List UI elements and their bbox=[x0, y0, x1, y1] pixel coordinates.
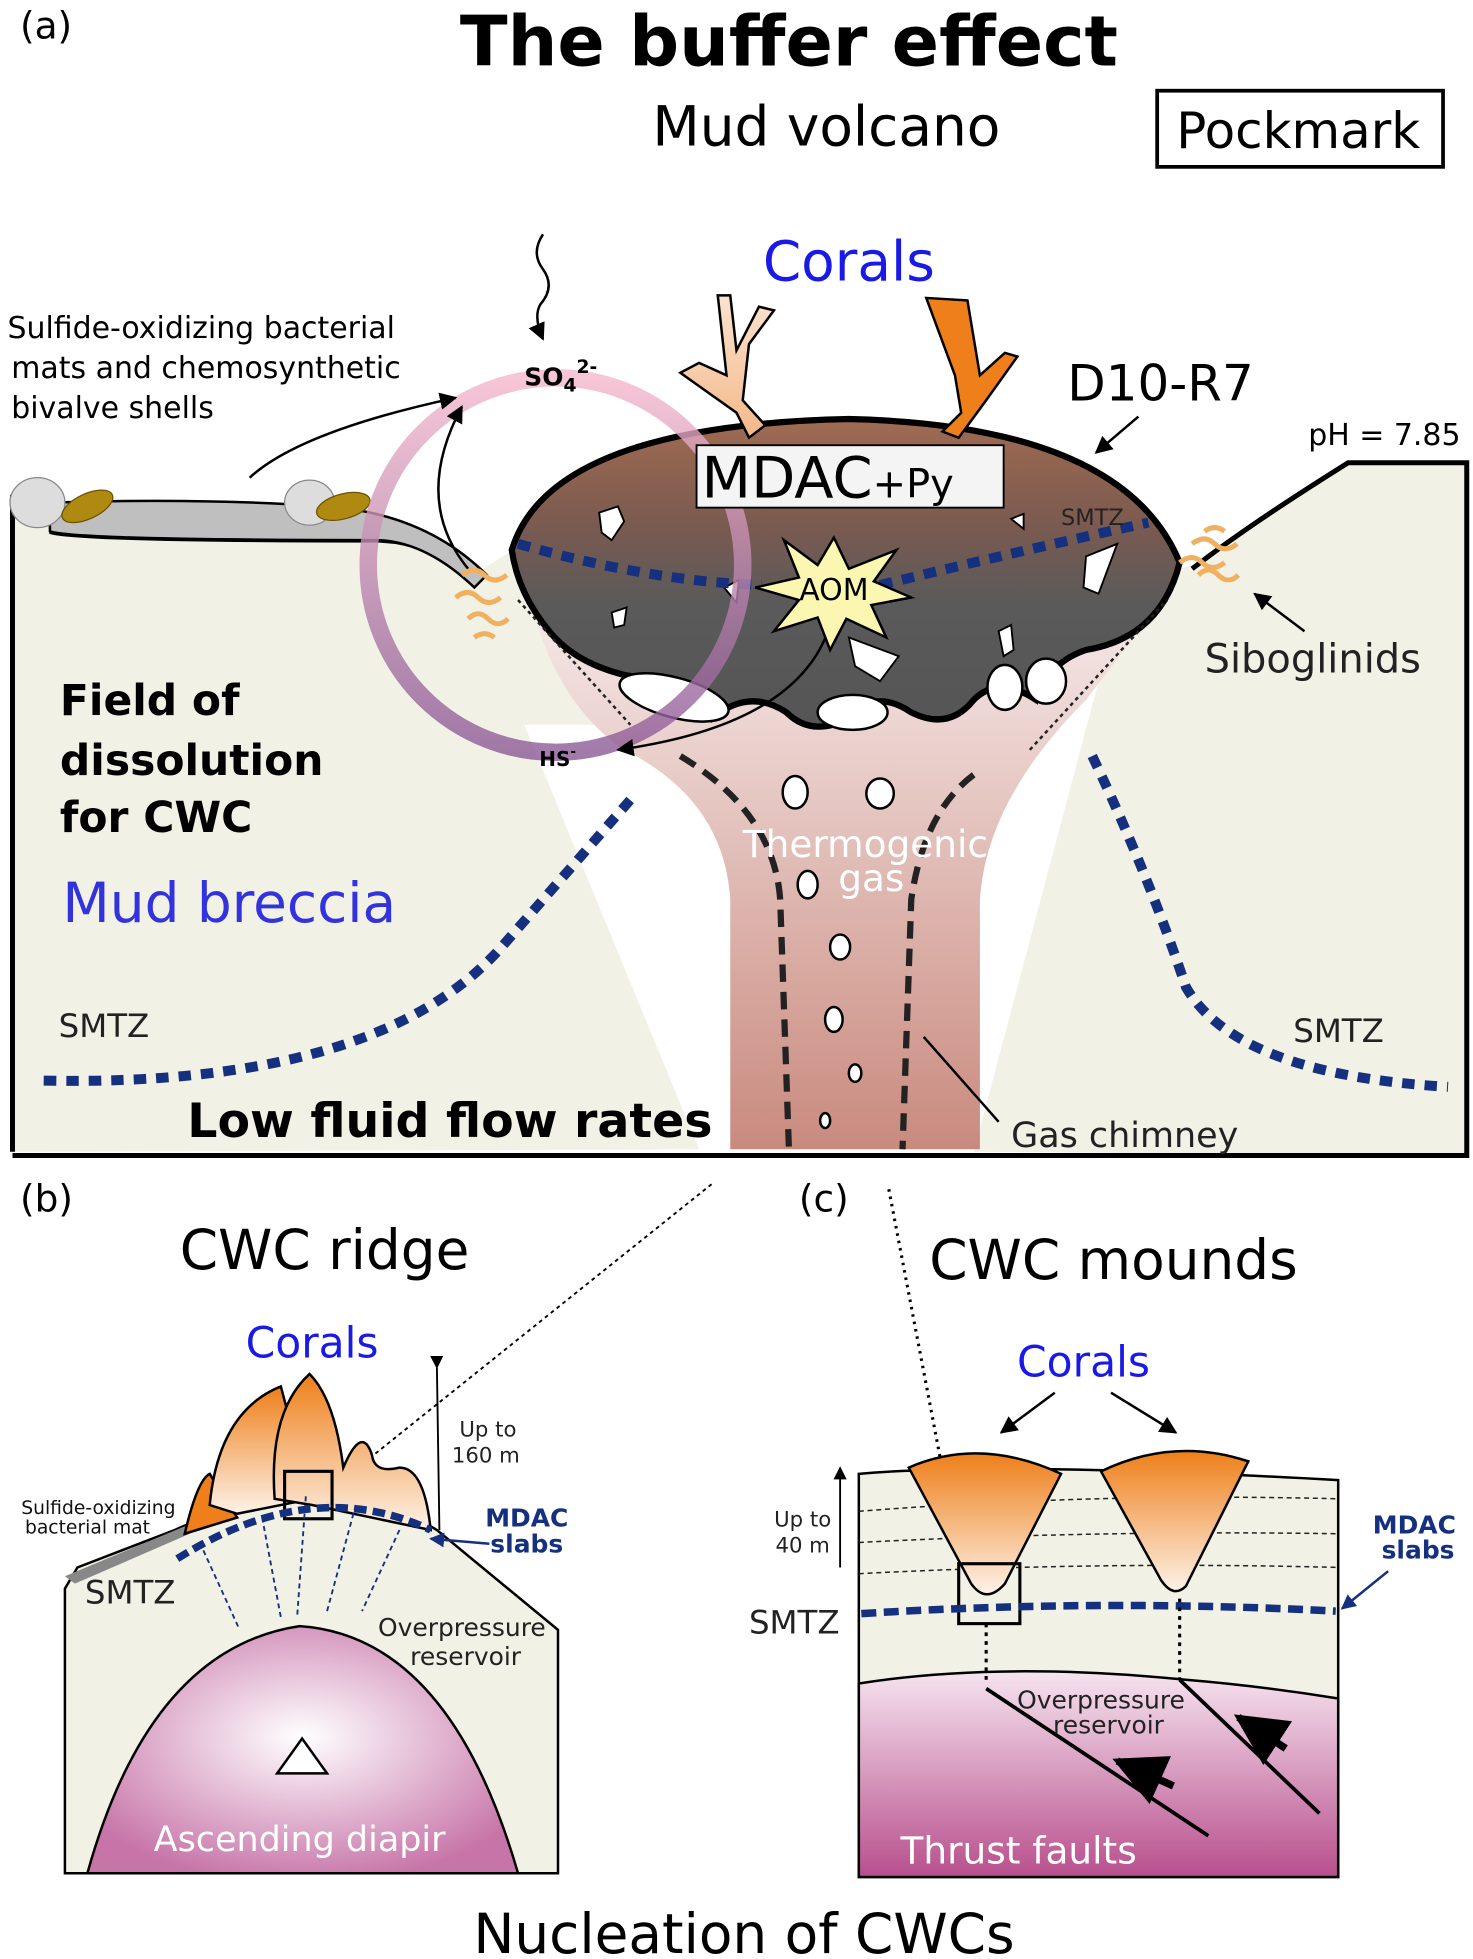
aom-star-icon bbox=[754, 534, 916, 653]
mdac-label: MDAC+Py bbox=[702, 445, 954, 512]
d10-pointer-arrow bbox=[1094, 415, 1140, 454]
corals-label-c: Corals bbox=[1017, 1338, 1150, 1387]
smtz-inner-label: SMTZ bbox=[1061, 505, 1124, 531]
coral-icon bbox=[677, 294, 777, 440]
smtz-line bbox=[43, 517, 1449, 1092]
overpressure-reservoir-c bbox=[857, 1670, 1340, 1879]
pockmark-box bbox=[1155, 88, 1445, 169]
smtz-left-label: SMTZ bbox=[59, 1007, 150, 1045]
sulfate-input-arrow bbox=[528, 233, 550, 341]
siboglinids-label: Siboglinids bbox=[1205, 636, 1421, 682]
thrust-faults-label: Thrust faults bbox=[899, 1828, 1136, 1872]
diapir-label: Ascending diapir bbox=[154, 1820, 446, 1860]
cwc-mounds-title: CWC mounds bbox=[929, 1228, 1298, 1292]
bacterial-mat-b bbox=[64, 1526, 190, 1584]
mdac-label-box bbox=[695, 444, 1005, 509]
pockmark-label: Pockmark bbox=[1176, 102, 1420, 160]
nucleation-caption: Nucleation of CWCs bbox=[473, 1902, 1014, 1959]
siboglinid-pointer-arrow bbox=[1253, 592, 1306, 633]
mud-volcano-title: Mud volcano bbox=[652, 95, 1000, 159]
panel-a-label: (a) bbox=[20, 3, 72, 47]
corals-label: Corals bbox=[763, 229, 935, 293]
smtz-line-c bbox=[861, 1601, 1336, 1618]
hs-arrow bbox=[616, 624, 832, 757]
sediment-right bbox=[973, 462, 1467, 1156]
chimney-pointer-line bbox=[922, 1036, 1000, 1123]
flux-arrow bbox=[437, 404, 470, 570]
smtz-right-label: SMTZ bbox=[1293, 1012, 1384, 1050]
thrust-arrow-icon bbox=[1112, 1756, 1175, 1805]
mdac-slabs-line bbox=[175, 1503, 433, 1562]
sulfate-label: SO42- bbox=[524, 357, 597, 397]
zoom-box-c bbox=[957, 1562, 1022, 1626]
strata-line bbox=[858, 1496, 1339, 1575]
figure-title: The buffer effect bbox=[460, 2, 1118, 83]
panel-b-label: (b) bbox=[20, 1177, 73, 1221]
mdac-pointer-b bbox=[429, 1532, 490, 1548]
cwc-ridge-title: CWC ridge bbox=[180, 1218, 470, 1282]
triangle-icon bbox=[274, 1736, 330, 1775]
low-flow-label: Low fluid flow rates bbox=[187, 1094, 712, 1149]
coral-pointer bbox=[1110, 1391, 1178, 1434]
coral-mound bbox=[907, 1452, 1063, 1596]
fluid-conduit bbox=[984, 1598, 1182, 1684]
coral-mound bbox=[1099, 1449, 1251, 1593]
zoom-box bbox=[283, 1469, 334, 1521]
ph-label: pH = 7.85 bbox=[1308, 418, 1460, 453]
sediment-left bbox=[12, 497, 700, 1152]
smtz-label-b: SMTZ bbox=[85, 1574, 176, 1612]
gas-bubble bbox=[618, 657, 1068, 1130]
coral-icon bbox=[924, 296, 1020, 440]
aom-label: AOM bbox=[799, 573, 868, 608]
sulfate-cycle-ring bbox=[359, 369, 752, 762]
dissolution-field-label: Field of dissolution for CWC bbox=[60, 677, 338, 843]
siboglinid-icon bbox=[454, 525, 1241, 640]
corals-label-b: Corals bbox=[246, 1320, 379, 1369]
mat-pointer-arrow bbox=[248, 392, 458, 479]
d10-r7-label: D10-R7 bbox=[1067, 354, 1253, 412]
smtz-label-c: SMTZ bbox=[749, 1604, 840, 1642]
fluid-path bbox=[198, 1496, 401, 1631]
bivalve-shell-icon bbox=[9, 477, 371, 529]
panel-c-label: (c) bbox=[799, 1177, 849, 1221]
height-arrow-b bbox=[430, 1355, 444, 1531]
coral-ridge bbox=[183, 1372, 433, 1536]
mdac-pointer-c bbox=[1340, 1570, 1389, 1610]
coral-pointer bbox=[999, 1391, 1056, 1434]
thermogenic-gas-label: Thermogenic gas bbox=[742, 822, 1000, 900]
hs-label: HS- bbox=[539, 744, 576, 771]
zoom-guide-line bbox=[333, 1183, 713, 1488]
bacterial-mats-label: Sulfide-oxidizing bacterial mats and che… bbox=[7, 311, 410, 426]
gas-chimney-label: Gas chimney bbox=[1011, 1116, 1238, 1156]
mud-breccia-label: Mud breccia bbox=[62, 871, 396, 935]
thrust-arrow-icon bbox=[1233, 1714, 1293, 1766]
panel-a: (a) The buffer effect Mud volcano Pockma… bbox=[7, 2, 1470, 1159]
